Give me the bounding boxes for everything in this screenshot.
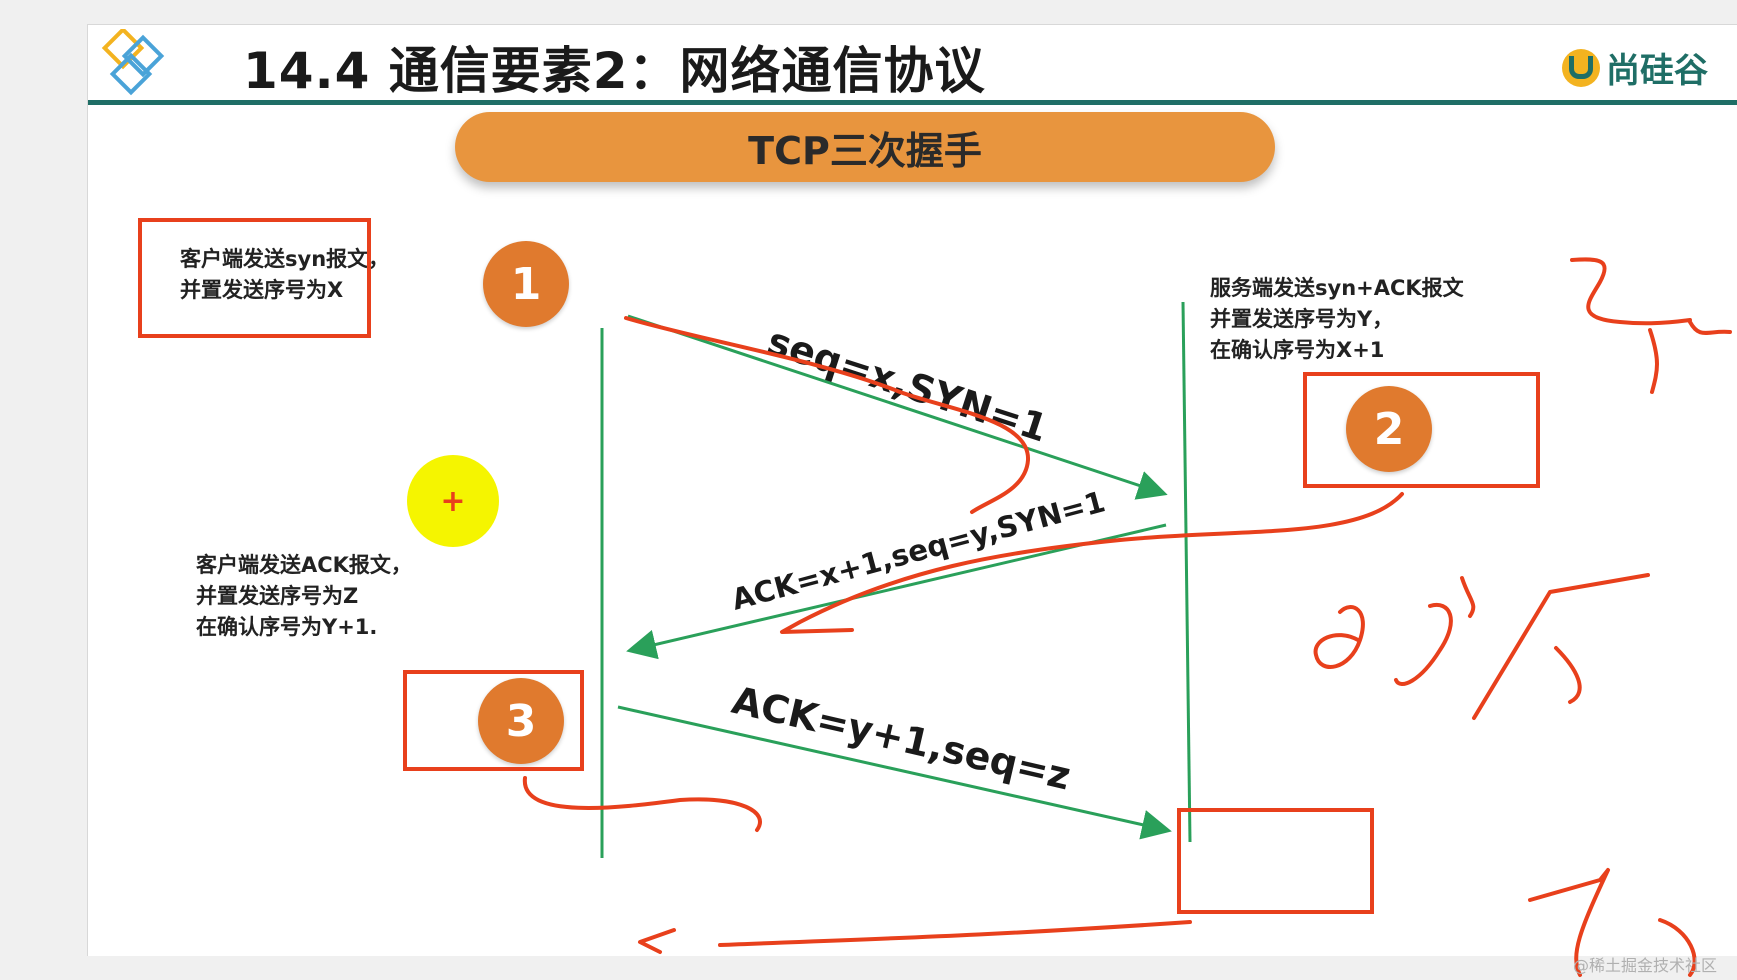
step-3-badge: 3 xyxy=(478,678,564,764)
annotation-stroke xyxy=(780,492,1404,634)
crosshair-icon: + xyxy=(440,483,466,519)
note-line: 在确认序号为Y+1. xyxy=(196,615,378,639)
ack-arrow xyxy=(617,705,1172,840)
brand-mark-icon xyxy=(1562,48,1600,87)
diagram-banner: TCP三次握手 xyxy=(455,112,1275,182)
annotation-stroke xyxy=(1528,868,1697,977)
brand-name: 尚硅谷 xyxy=(1606,51,1708,91)
server-lifeline xyxy=(1181,301,1192,843)
annotation-stroke xyxy=(1313,573,1650,720)
server-synack-note: 服务端发送syn+ACK报文 并置发送序号为Y， 在确认序号为X+1 xyxy=(1210,273,1464,366)
note-line: 在确认序号为X+1 xyxy=(1210,338,1385,362)
brand-logo: 尚硅谷 xyxy=(1562,43,1708,92)
annotation-stroke xyxy=(1570,257,1732,394)
ack-message-label: ACK=y+1,seq=z xyxy=(728,678,1075,799)
syn-arrow xyxy=(627,314,1168,500)
note-line: 并置发送序号为Z xyxy=(196,584,359,608)
step-1-badge: 1 xyxy=(483,241,569,327)
client-ack-note: 客户端发送ACK报文， 并置发送序号为Z 在确认序号为Y+1. xyxy=(196,550,412,643)
annotation-stroke xyxy=(624,316,1031,514)
annotation-box-step-2 xyxy=(1303,372,1540,488)
watermark: @稀土掘金技术社区 xyxy=(1572,956,1717,975)
client-syn-note: 客户端发送syn报文， 并置发送序号为X xyxy=(180,244,389,306)
header-rule xyxy=(88,100,1737,105)
annotation-stroke xyxy=(522,776,762,832)
slide-logo-icon xyxy=(101,29,165,96)
note-line: 并置发送序号为X xyxy=(180,278,344,302)
step-2-badge: 2 xyxy=(1346,386,1432,472)
note-line: 并置发送序号为Y， xyxy=(1210,307,1394,331)
slide-title: 14.4 通信要素2：网络通信协议 xyxy=(243,42,986,100)
pointer-highlight: + xyxy=(407,455,499,547)
note-line: 客户端发送syn报文， xyxy=(180,247,390,271)
annotation-stroke xyxy=(718,920,1192,947)
red-annotations xyxy=(522,257,1732,977)
annotation-box-server-ack xyxy=(1177,808,1374,914)
annotation-box-step-3 xyxy=(403,670,584,771)
note-line: 客户端发送ACK报文， xyxy=(196,553,412,577)
annotation-stroke xyxy=(638,928,676,954)
annotation-box-client-syn xyxy=(138,218,371,338)
note-line: 服务端发送syn+ACK报文 xyxy=(1210,276,1464,300)
